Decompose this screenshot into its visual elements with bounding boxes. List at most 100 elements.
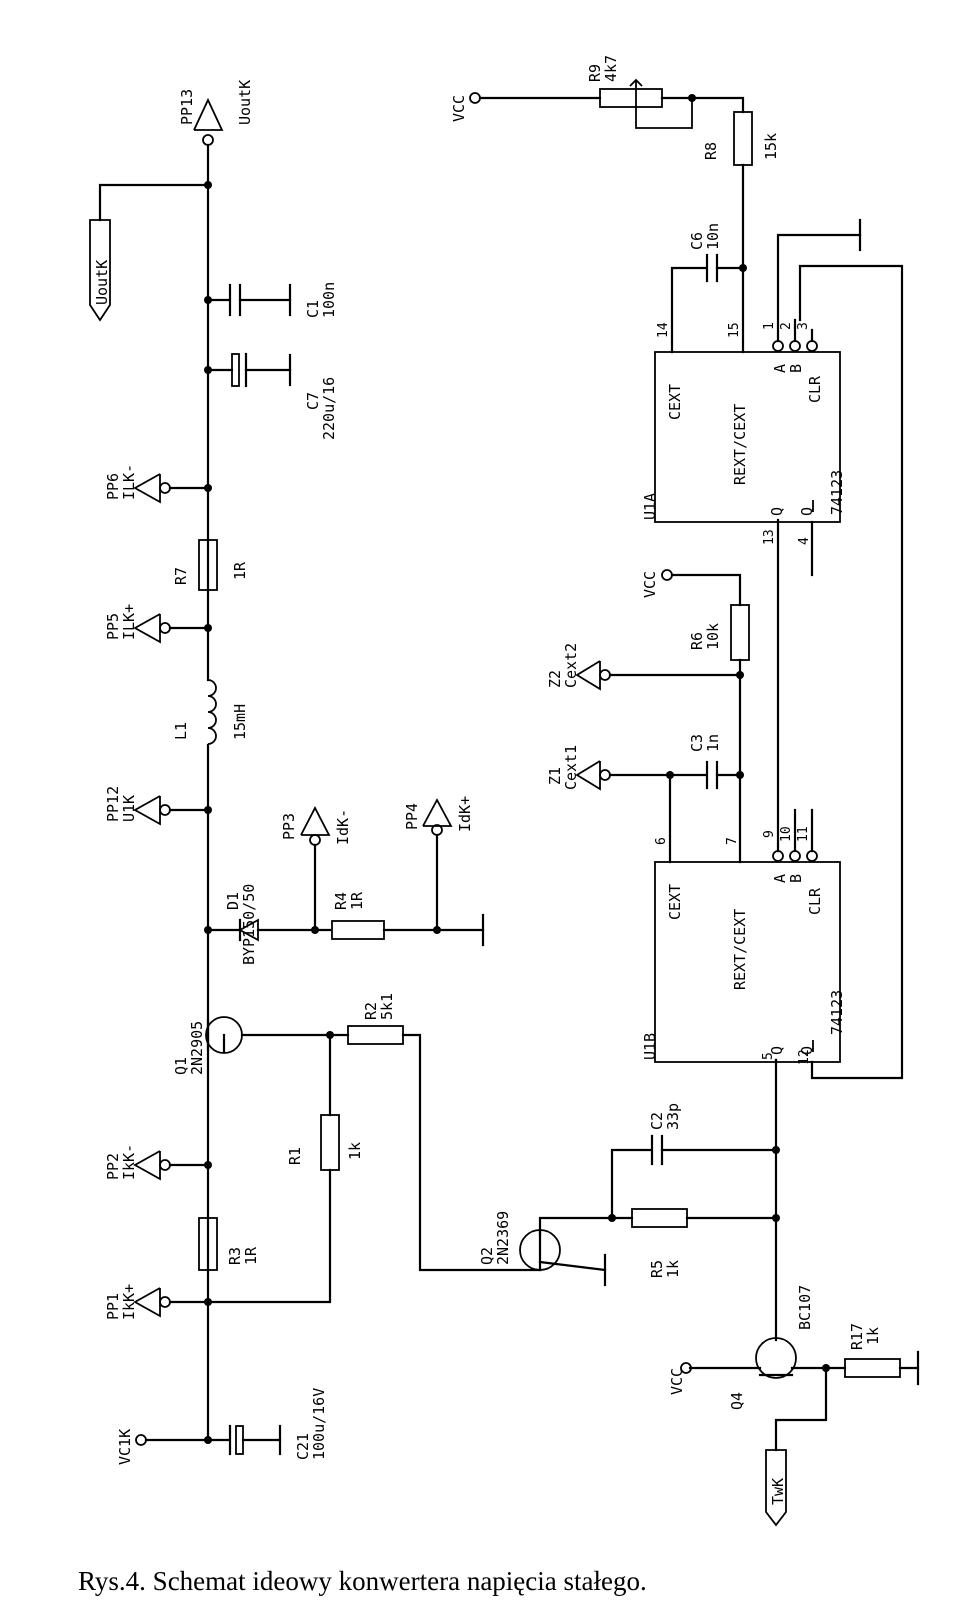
u1b-chip: CEXT REXT/CEXT A B CLR U1B Q Q 74123 6 7… bbox=[641, 264, 904, 1080]
l1-ref: L1 bbox=[172, 722, 190, 740]
u1a-b: B bbox=[787, 364, 805, 373]
pp2-net: IkK- bbox=[120, 1144, 138, 1180]
r6-resistor: R6 10k bbox=[670, 573, 750, 661]
c3-capacitor: C3 1n bbox=[668, 734, 744, 790]
r1-ref: R1 bbox=[286, 1147, 304, 1165]
pp6-net: ILK- bbox=[120, 464, 138, 500]
c2-capacitor: C2 33p bbox=[610, 1103, 780, 1220]
d1-ref: D1 bbox=[224, 892, 242, 910]
pp6-testpoint: PP6 ILK- bbox=[104, 464, 212, 504]
r3-value: 1R bbox=[242, 1246, 260, 1265]
c21-ref: C21 bbox=[294, 1433, 312, 1460]
pp12-net: U1K bbox=[120, 795, 138, 822]
q1-transistor: Q1 2N2905 bbox=[172, 1016, 332, 1075]
vcc-q4: VCC bbox=[668, 1362, 692, 1395]
svg-text:11: 11 bbox=[796, 826, 811, 842]
z1-net: Cext1 bbox=[562, 745, 580, 790]
c6-value: 10n bbox=[704, 223, 722, 250]
uoutk-label: UoutK bbox=[93, 260, 111, 305]
twk-label: TwK bbox=[769, 1478, 787, 1505]
pp13-ref: PP13 bbox=[178, 89, 196, 125]
z1-testpoint: Z1 Cext1 bbox=[546, 745, 674, 791]
svg-text:13: 13 bbox=[762, 529, 777, 545]
vc1k-label: VC1K bbox=[116, 1429, 134, 1465]
u1b-part: 74123 bbox=[828, 990, 846, 1035]
c1-capacitor: C1 100n bbox=[204, 282, 338, 318]
r1-resistor: R1 1k bbox=[206, 1033, 364, 1304]
pp2-testpoint: PP2 IkK- bbox=[104, 1144, 212, 1181]
vcc-q4-label: VCC bbox=[668, 1368, 686, 1395]
svg-text:4: 4 bbox=[797, 537, 812, 545]
u1b-cext: CEXT bbox=[666, 884, 684, 920]
r8-value: 15k bbox=[762, 133, 780, 160]
svg-text:1: 1 bbox=[762, 322, 777, 330]
c1-value: 100n bbox=[320, 282, 338, 318]
r4-ref: R4 bbox=[332, 892, 350, 910]
r6-ref: R6 bbox=[688, 632, 706, 650]
c2-value: 33p bbox=[664, 1103, 682, 1130]
r5-value: 1k bbox=[664, 1260, 682, 1278]
z2-net: Cext2 bbox=[562, 643, 580, 688]
c6-capacitor: C6 10n bbox=[688, 223, 747, 283]
q2-ref: Q2 bbox=[478, 1247, 496, 1265]
pp12-ref: PP12 bbox=[104, 786, 122, 822]
q4-value: BC107 bbox=[796, 1285, 814, 1330]
c2-ref: C2 bbox=[648, 1112, 666, 1130]
r8-resistor: R8 15k bbox=[690, 96, 780, 270]
r9-ref: R9 bbox=[586, 64, 604, 82]
r8-ref: R8 bbox=[702, 142, 720, 160]
u1b-clr: CLR bbox=[806, 887, 824, 915]
q2-transistor: Q2 2N2369 bbox=[478, 1211, 614, 1287]
c6-ref: C6 bbox=[688, 232, 706, 250]
r17-value: 1k bbox=[864, 1327, 882, 1345]
vcc-r6: VCC bbox=[641, 569, 673, 598]
r7-resistor: R7 1R bbox=[172, 539, 249, 591]
vcc-r9: VCC bbox=[450, 92, 481, 122]
r2-value: 5k1 bbox=[378, 993, 396, 1020]
r5-ref: R5 bbox=[648, 1260, 666, 1278]
d1-value: BYP150/50 bbox=[240, 884, 258, 965]
u1b-b: B bbox=[787, 874, 805, 883]
pp5-net: ILK+ bbox=[120, 604, 138, 640]
c1-ref: C1 bbox=[304, 300, 322, 318]
d1-diode: D1 BYP150/50 bbox=[204, 884, 332, 965]
q1-value: 2N2905 bbox=[188, 1021, 206, 1075]
svg-text:9: 9 bbox=[762, 830, 777, 838]
pp2-ref: PP2 bbox=[104, 1153, 122, 1180]
c21-capacitor: C21 100u/16V bbox=[144, 1388, 328, 1460]
pp13-testpoint: PP13 UoutK bbox=[178, 80, 254, 146]
pp3-net: IdK- bbox=[334, 809, 352, 845]
u1a-rext: REXT/CEXT bbox=[731, 404, 749, 485]
u1a-chip: CEXT REXT/CEXT A B CLR U1A Q Q 74123 14 … bbox=[641, 218, 862, 577]
svg-text:3: 3 bbox=[796, 322, 811, 330]
r4-resistor: R4 1R bbox=[331, 891, 485, 947]
c3-value: 1n bbox=[704, 734, 722, 752]
pp3-testpoint: PP3 IdK- bbox=[280, 806, 352, 934]
r1-value: 1k bbox=[346, 1142, 364, 1160]
svg-text:14: 14 bbox=[656, 322, 671, 338]
svg-text:15: 15 bbox=[727, 322, 742, 338]
pp5-testpoint: PP5 ILK+ bbox=[104, 604, 212, 644]
twk-port: TwK bbox=[765, 1366, 828, 1527]
svg-text:7: 7 bbox=[725, 837, 740, 845]
vcc-r6-label: VCC bbox=[641, 571, 659, 598]
u1a-cext: CEXT bbox=[666, 384, 684, 420]
r7-value: 1R bbox=[231, 561, 249, 580]
pp12-testpoint: PP12 U1K bbox=[104, 786, 212, 826]
u1a-a: A bbox=[771, 364, 789, 373]
pp1-ref: PP1 bbox=[104, 1293, 122, 1320]
pp13-net: UoutK bbox=[236, 80, 254, 125]
c7-value: 220u/16 bbox=[320, 377, 338, 440]
z2-testpoint: Z2 Cext2 bbox=[546, 643, 744, 777]
r3-resistor: R3 1R bbox=[198, 1217, 260, 1271]
u1b-a: A bbox=[771, 874, 789, 883]
u1b-qbar: Q bbox=[798, 1046, 816, 1055]
c7-capacitor: C7 220u/16 bbox=[204, 352, 338, 440]
r9-value: 4k7 bbox=[602, 55, 620, 82]
r3-ref: R3 bbox=[226, 1247, 244, 1265]
l1-inductor: L1 15mH bbox=[172, 679, 249, 745]
u1a-clr: CLR bbox=[806, 375, 824, 403]
svg-text:10: 10 bbox=[779, 826, 794, 842]
pp4-ref: PP4 bbox=[403, 803, 421, 830]
q4-ref: Q4 bbox=[728, 1392, 746, 1410]
